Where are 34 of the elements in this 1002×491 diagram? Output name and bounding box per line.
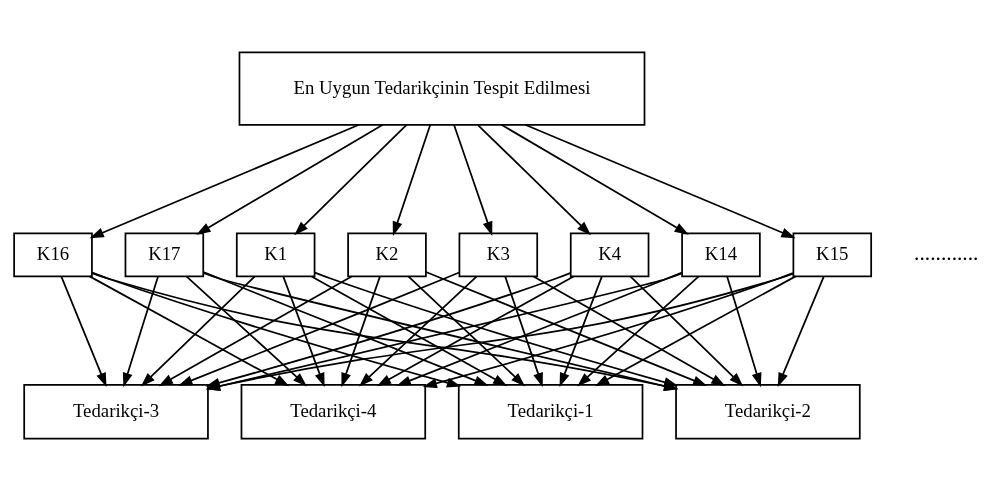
node-box: K2	[347, 232, 427, 278]
arrow	[524, 123, 796, 239]
label: ............	[914, 240, 979, 265]
node-box: K17	[124, 232, 205, 278]
arrow	[341, 275, 381, 388]
node-box: K1	[235, 232, 316, 278]
arrow	[196, 123, 384, 235]
arrow	[453, 124, 493, 236]
node-box: K16	[13, 232, 93, 278]
arrow	[500, 123, 689, 235]
node-box: Tedarikçi-1	[457, 384, 644, 440]
arrow	[89, 123, 360, 239]
arrow	[282, 275, 325, 388]
node-box: En Uygun Tedarikçinin Tespit Edilmesi	[238, 51, 646, 126]
node-box: K14	[681, 232, 761, 278]
arrow	[777, 275, 825, 388]
arrow	[559, 275, 603, 388]
arrow	[477, 124, 591, 236]
arrow	[310, 275, 508, 387]
arrow	[376, 275, 575, 387]
node-box: Tedarikçi-2	[675, 384, 861, 440]
arrow	[122, 275, 159, 388]
node-box: Tedarikçi-4	[240, 384, 427, 440]
arrow	[294, 124, 408, 236]
node-box: K4	[569, 232, 650, 278]
arrow	[60, 275, 107, 388]
node-box: K15	[792, 232, 873, 278]
node-box: Tedarikçi-3	[23, 384, 209, 440]
arrow	[726, 275, 762, 388]
node-box: K3	[458, 232, 539, 278]
arrow	[504, 275, 543, 388]
arrow	[392, 124, 432, 236]
arrow	[359, 275, 478, 387]
arrow	[407, 275, 526, 387]
